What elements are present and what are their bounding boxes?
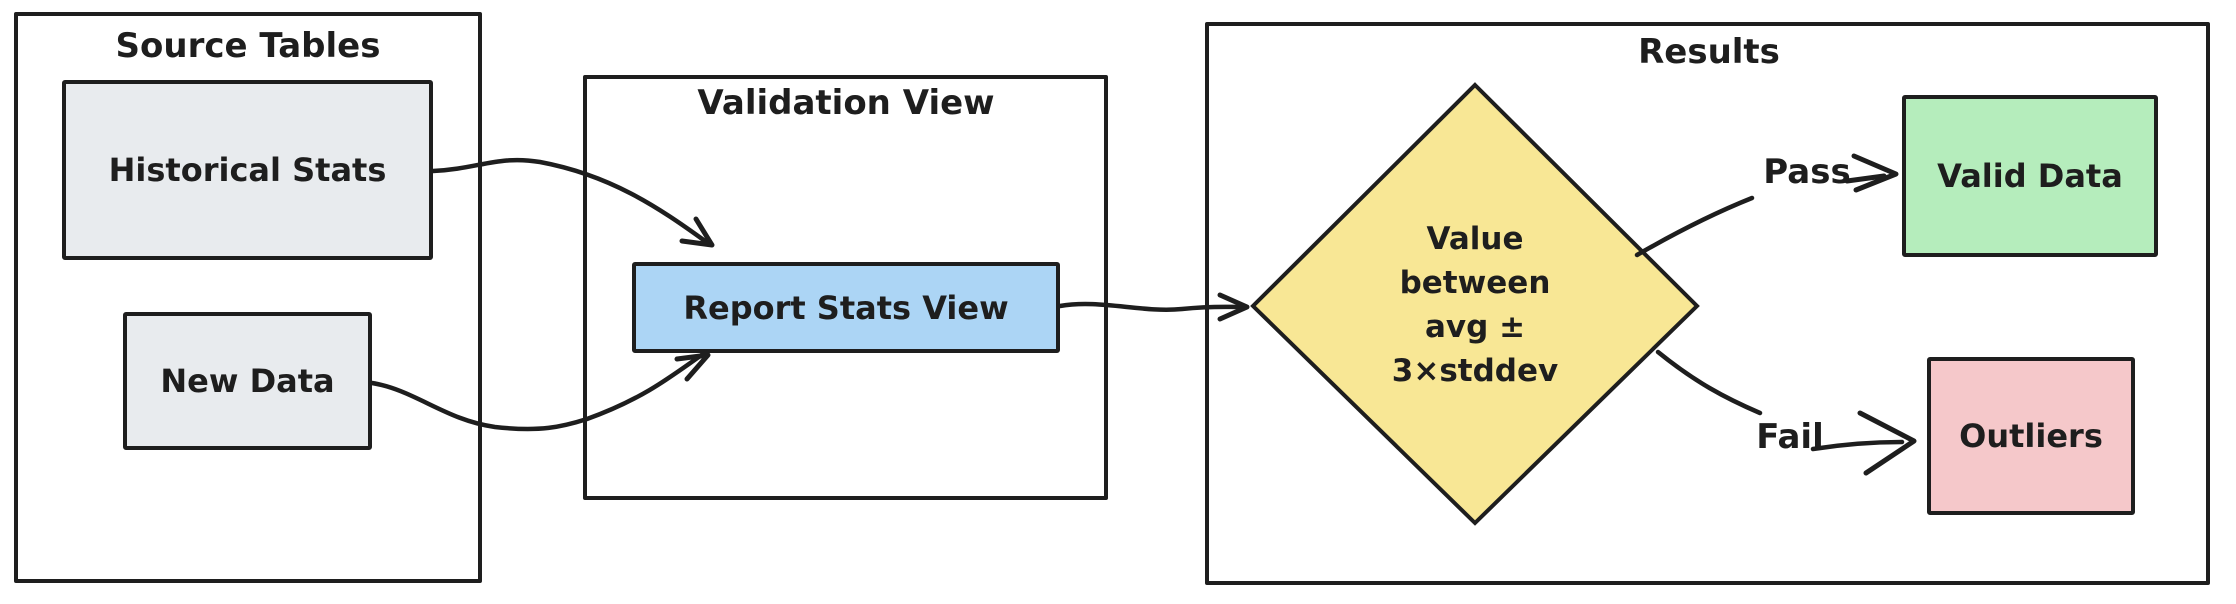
node-label-valid-data: Valid Data [1937,157,2123,195]
node-label-historical-stats: Historical Stats [108,151,387,189]
group-title-results: Results [1638,32,1780,72]
decision-line-2: between [1399,265,1551,301]
node-report-stats-view[interactable]: Report Stats View [632,262,1060,353]
node-valid-data[interactable]: Valid Data [1902,95,2158,257]
node-new-data[interactable]: New Data [123,312,372,450]
node-label-outliers: Outliers [1959,417,2103,455]
edge-label-pass: Pass [1763,152,1851,192]
group-title-source-tables: Source Tables [115,26,381,66]
node-historical-stats[interactable]: Historical Stats [62,80,433,260]
decision-line-3: avg ± [1424,309,1526,345]
node-label-new-data: New Data [160,362,335,400]
group-results[interactable] [1205,22,2210,585]
node-label-report-stats-view: Report Stats View [683,288,1009,327]
edge-label-fail: Fail [1756,417,1824,457]
decision-line-1: Value [1426,221,1524,257]
decision-diamond-label: Value between avg ± 3×stddev [1392,217,1558,393]
node-outliers[interactable]: Outliers [1927,357,2135,515]
decision-line-4: 3×stddev [1391,353,1559,389]
group-validation-view[interactable] [583,75,1108,500]
group-source-tables[interactable] [14,12,482,583]
group-title-validation-view: Validation View [697,83,995,123]
